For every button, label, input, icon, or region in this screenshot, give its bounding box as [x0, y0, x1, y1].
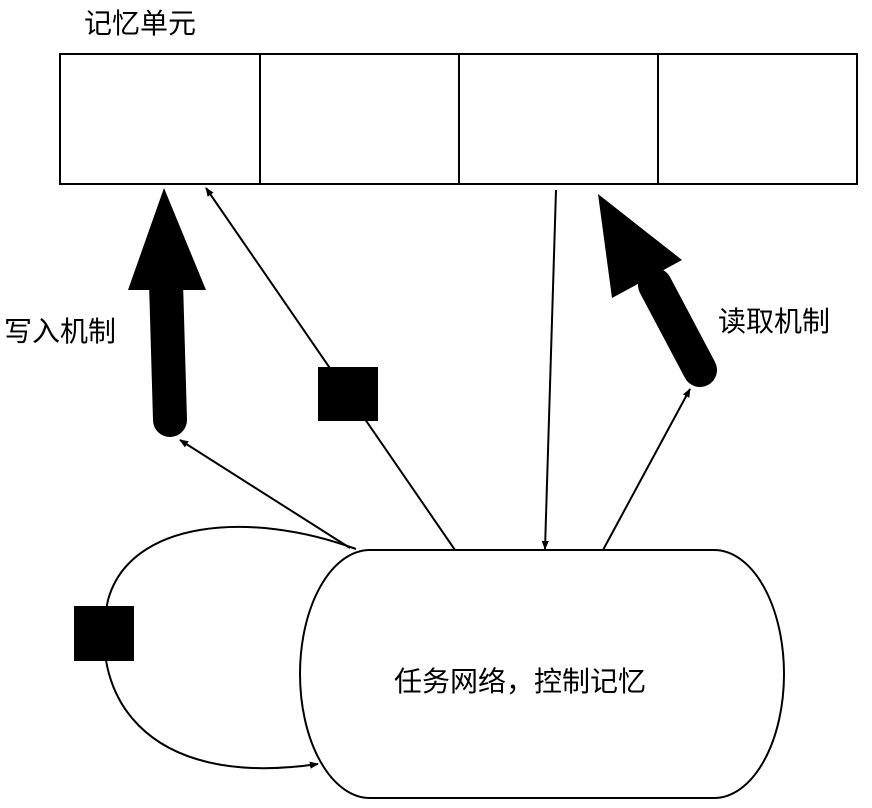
memory-title: 记忆单元 — [84, 7, 197, 40]
controller-recurrent-loop — [103, 525, 357, 770]
controller-label: 任务网络，控制记忆 — [394, 665, 647, 698]
memory-cell-1 — [59, 53, 261, 185]
loop-gate-square — [74, 606, 134, 661]
memory-cell-2 — [259, 53, 460, 185]
read-head-label: 读取机制 — [718, 305, 831, 338]
read-head-arrow — [598, 194, 717, 387]
controller-to-write-head-line — [179, 439, 351, 549]
controller-node — [299, 549, 785, 799]
memory-to-controller-read-line — [541, 189, 557, 550]
memory-cell-3 — [458, 53, 659, 185]
write-gate-square — [318, 367, 378, 421]
write-head-arrow — [128, 188, 206, 437]
memory-cell-4 — [657, 53, 858, 185]
memory-bank — [59, 53, 858, 185]
write-head-label: 写入机制 — [4, 315, 117, 348]
controller-to-read-head-line — [602, 388, 691, 551]
